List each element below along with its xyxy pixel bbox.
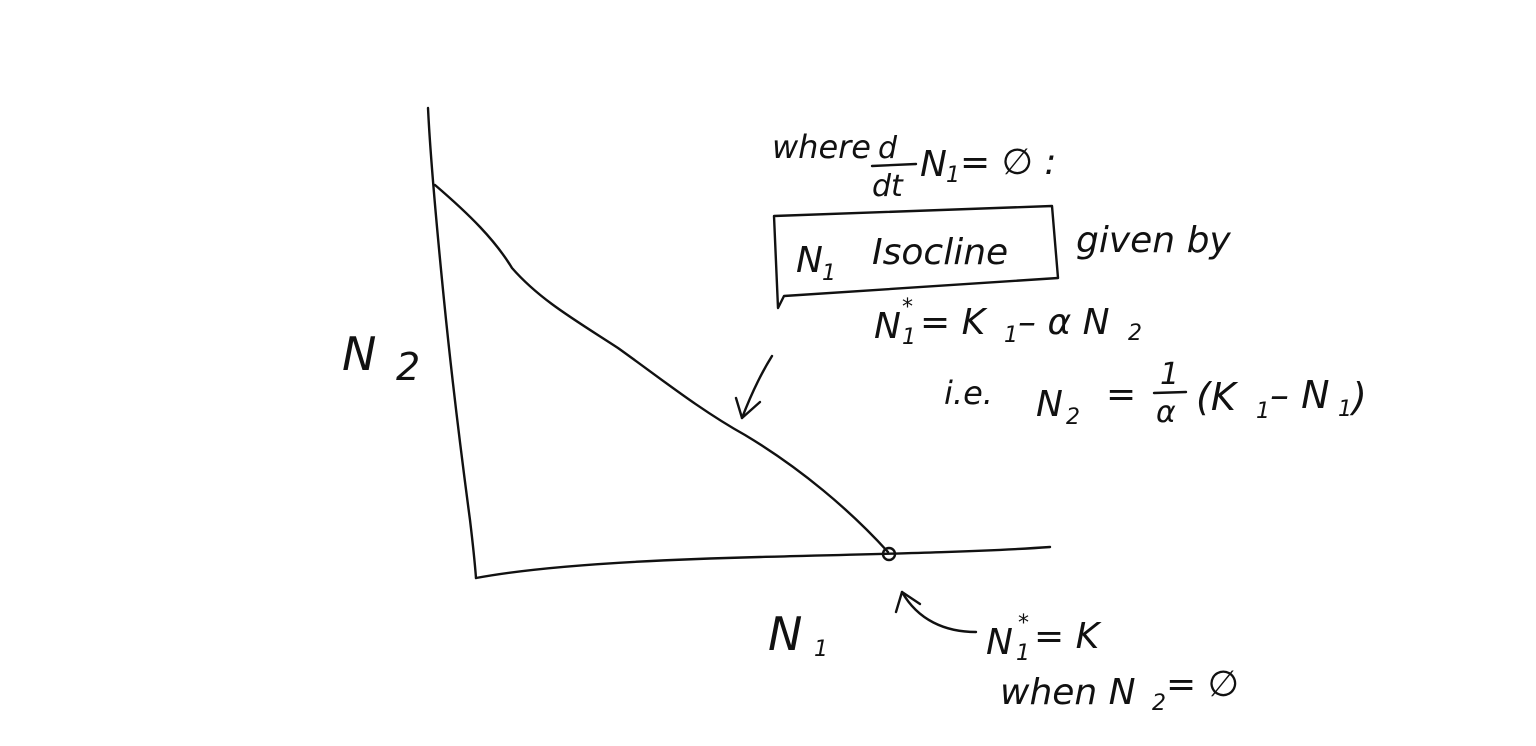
x-axis-label-sub: 1 (814, 637, 828, 662)
equation-2-lhs-sub: 2 (1066, 405, 1080, 430)
y-axis-label-sub: 2 (396, 345, 420, 389)
equation-2-paren-b-sub: 1 (1338, 397, 1352, 422)
point-arrow (900, 590, 978, 634)
equation-fraction-bar (1152, 390, 1188, 395)
isocline-line (433, 183, 890, 554)
condition-fraction-bar (870, 162, 918, 168)
x-axis-label: N (768, 607, 802, 661)
y-axis (426, 106, 478, 580)
isocline-box (772, 204, 1060, 310)
condition-frac-num: d (878, 131, 898, 166)
equation-1-rhs-b: – α N (1018, 302, 1110, 343)
isocline-box-label: N (796, 240, 823, 281)
equation-2-paren-a-sub: 1 (1256, 399, 1270, 424)
point-arrowhead (894, 590, 922, 614)
equation-1-rhs-a: = K (920, 302, 988, 343)
equation-1-lhs-sub: 1 (902, 325, 916, 350)
point-note-line1-rest: = K (1034, 616, 1102, 657)
point-note-line1-sup: * (1018, 611, 1029, 636)
condition-body-sub: 1 (946, 163, 960, 188)
equation-1-rhs-b-sub: 2 (1128, 321, 1142, 346)
equation-2-lhs: N (1036, 384, 1063, 425)
isocline-box-label-sub: 1 (822, 261, 836, 286)
condition-frac-den: dt (872, 169, 904, 204)
equation-2-frac-num: 1 (1160, 357, 1179, 392)
point-note-line1: N (986, 622, 1013, 663)
equation-2-prefix: i.e. (944, 374, 993, 412)
condition-prefix: where (772, 128, 871, 166)
condition-suffix: = ∅ : (960, 142, 1057, 183)
equation-1-lhs-sup: * (902, 295, 913, 320)
equation-2-paren-a: (K (1196, 375, 1239, 419)
equation-1-rhs-a-sub: 1 (1004, 323, 1018, 348)
equation-1-lhs: N (874, 306, 901, 347)
condition-body: N (920, 144, 947, 185)
equation-2-frac-den: α (1156, 395, 1176, 430)
equation-2-paren-b: – N (1270, 373, 1330, 417)
x-axis (474, 545, 1052, 580)
isocline-arrow (740, 354, 774, 420)
point-note-line2-a: when N (1000, 672, 1136, 713)
y-axis-label: N (342, 327, 376, 381)
equation-2-paren-close: ) (1349, 375, 1367, 419)
point-note-line2-b: = ∅ (1166, 664, 1239, 705)
isocline-arrowhead (734, 396, 762, 420)
isocline-box-label-rest: Isocline (872, 232, 1008, 273)
equilibrium-point (881, 546, 897, 562)
given-by-text: given by (1076, 220, 1231, 261)
point-note-line1-sub: 1 (1016, 641, 1030, 666)
equation-2-eq: = (1106, 374, 1136, 415)
point-note-line2-sub: 2 (1152, 691, 1166, 716)
